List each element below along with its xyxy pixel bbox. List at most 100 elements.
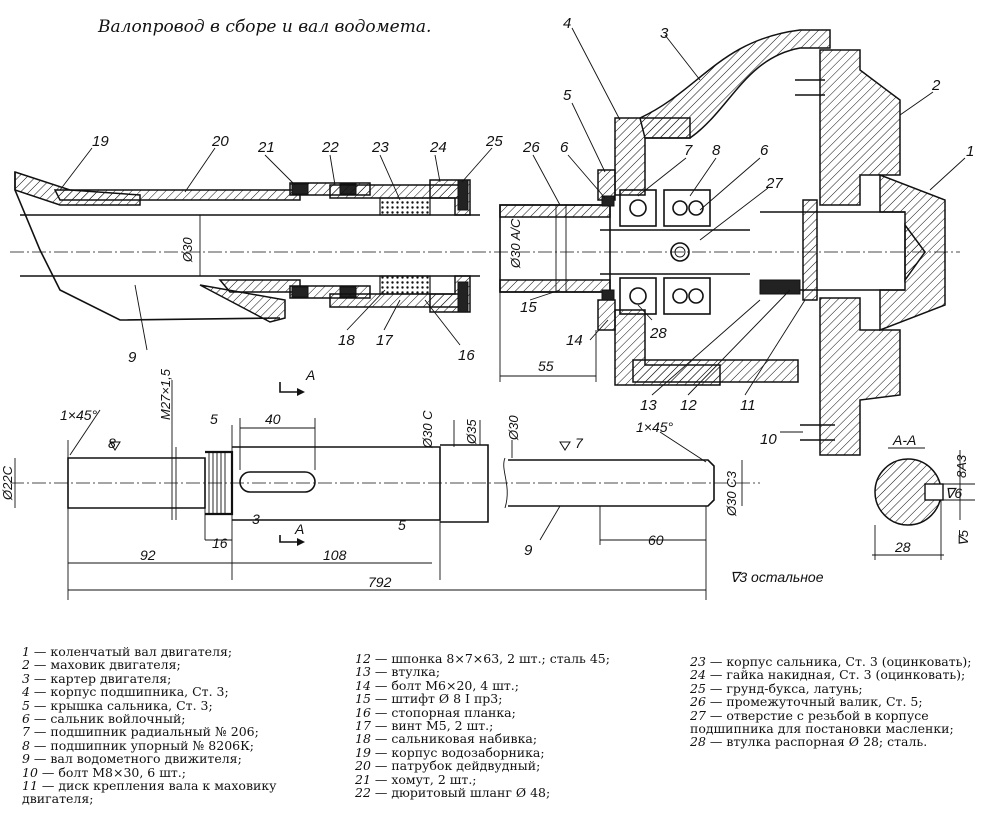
shaft-left-outline: [20, 214, 480, 277]
legend-item: 21 — хомут, 2 шт.;: [355, 771, 675, 787]
legend-item-text: — подшипник радиальный № 206;: [29, 724, 259, 740]
coupling-wall-bottom: [499, 279, 611, 293]
felt-seal-bottom: [601, 289, 615, 301]
section-aa-keyway: [924, 483, 944, 501]
section-arrow-top-head: [297, 388, 305, 396]
legend-item: 25 — грунд-букса, латунь;: [690, 682, 990, 695]
key-dims: [943, 450, 975, 520]
bolt-10: [800, 424, 835, 441]
callout-2: 2: [931, 77, 941, 94]
dim55: 55: [538, 358, 554, 374]
legend-item-number: 15: [355, 691, 371, 707]
legend-item: 12 — шпонка 8×7×63, 2 шт.; сталь 45;: [355, 652, 675, 665]
oiler-hole-inner: [674, 246, 686, 258]
legend-item-number: 28: [690, 734, 706, 750]
callout-11: 11: [740, 397, 756, 414]
len-92: 92: [140, 547, 156, 563]
legend-item-number: 18: [355, 731, 371, 747]
legend-item: 22 — дюритовый шланг Ø 48;: [355, 786, 675, 799]
callout-10: 10: [760, 431, 777, 448]
radial-bearing-ball-bottom: [629, 287, 647, 305]
legend-item-number: 27: [690, 707, 706, 723]
shaft-collar-35: [440, 444, 489, 523]
flywheel-top: [819, 49, 901, 206]
len-108: 108: [323, 547, 347, 563]
legend-item: 1 — коленчатый вал двигателя;: [22, 645, 342, 658]
legend-item: 3 — картер двигателя;: [22, 672, 342, 685]
legend-item-text: — хомут, 2 шт.;: [370, 771, 477, 787]
clamp-top-1: [291, 183, 309, 195]
legend-item-number: 13: [355, 664, 371, 680]
callout-7: 7: [684, 142, 693, 159]
legend-item-number: 7: [22, 724, 30, 740]
legend-item-number: 3: [22, 670, 30, 686]
len-60: 60: [648, 532, 664, 548]
roughness-7-mark: [559, 441, 571, 451]
callout-8: 8: [712, 142, 721, 159]
legend-item-number: 10: [22, 764, 38, 780]
section-aa: A-A 28 8A3 ∇6 ∇5: [872, 432, 975, 560]
legend-item-text: — картер двигателя;: [29, 670, 172, 686]
legend-item-number: 16: [355, 704, 371, 720]
radial-bearing-top: [619, 189, 657, 227]
break-line: [503, 457, 508, 509]
callout-3: 3: [660, 25, 669, 42]
flywheel-disk: [802, 199, 818, 301]
legend-item-number: 4: [22, 684, 30, 700]
callout-9-detail: 9: [524, 542, 533, 559]
assembly-leaders: [59, 27, 966, 433]
diam-30-shaft: Ø30: [506, 415, 521, 441]
legend-item: 16 — стопорная планка;: [355, 704, 675, 720]
section-A-bottom: A: [294, 521, 304, 537]
callout-20: 20: [211, 133, 229, 150]
legend-item-number: 2: [22, 657, 30, 673]
key-12: [759, 279, 801, 295]
callout-17: 17: [376, 332, 393, 349]
legend-item-number: 17: [355, 718, 371, 734]
diam-22: Ø22C: [0, 465, 15, 501]
callout-6-right: 6: [760, 142, 769, 159]
roughness-8-mark: [109, 441, 121, 451]
gland-cover-bottom: [597, 299, 616, 331]
diam-30c: Ø30 C: [420, 410, 435, 449]
legend-item-text: — отверстие с резьбой в корпусе подшипни…: [690, 707, 954, 737]
callout-15: 15: [520, 299, 537, 316]
legend-item: 14 — болт М6×20, 4 шт.;: [355, 679, 675, 692]
section-arrow-bottom: [279, 535, 297, 543]
legend-item-number: 22: [355, 785, 371, 801]
diam-35: Ø35: [464, 419, 479, 445]
key-5: ∇5: [956, 529, 971, 546]
legend-item-number: 20: [355, 758, 371, 774]
legend-item: 2 — маховик двигателя;: [22, 658, 342, 671]
legend-item-text: — болт М8×30, 6 шт.;: [37, 764, 186, 780]
callout-25: 25: [485, 133, 503, 150]
callout-26: 26: [522, 139, 540, 156]
thrust-bearing-top: [663, 189, 711, 227]
legend-item: 26 — промежуточный валик, Ст. 5;: [690, 695, 990, 708]
legend-item-text: — гайка накидная, Ст. 3 (оцинковать);: [705, 667, 966, 683]
legend-item: 8 — подшипник упорный № 8206К;: [22, 739, 342, 752]
dim60-line: [599, 506, 706, 545]
callout-24: 24: [429, 139, 447, 156]
packing-bottom: [379, 275, 431, 295]
thrust-ball-top-2: [688, 200, 704, 216]
intake-housing-outline: [14, 172, 281, 321]
legend-item-text: — втулка распорная Ø 28; сталь.: [705, 734, 928, 750]
leader-chamfer-right: [659, 431, 707, 463]
legend-item-number: 9: [22, 751, 30, 767]
legend-item: 13 — втулка;: [355, 665, 675, 678]
stern-tube-bottom: [218, 279, 301, 293]
legend-item-text: — корпус сальника, Ст. 3 (оцинковать);: [705, 654, 972, 669]
legend-item-text: — штифт Ø 8 I пр3;: [370, 691, 503, 707]
legend-item-number: 5: [22, 697, 30, 713]
thrust-ball-top-1: [672, 200, 688, 216]
legend-item-number: 23: [690, 654, 706, 669]
dim28-line: [872, 500, 944, 560]
callout-13: 13: [640, 397, 657, 414]
callout-5: 5: [563, 87, 572, 104]
legend-item-number: 26: [690, 694, 706, 710]
thread-m27: M27×1,5: [158, 368, 173, 420]
thrust-ball-bottom-2: [688, 288, 704, 304]
pin-15: [555, 204, 567, 293]
